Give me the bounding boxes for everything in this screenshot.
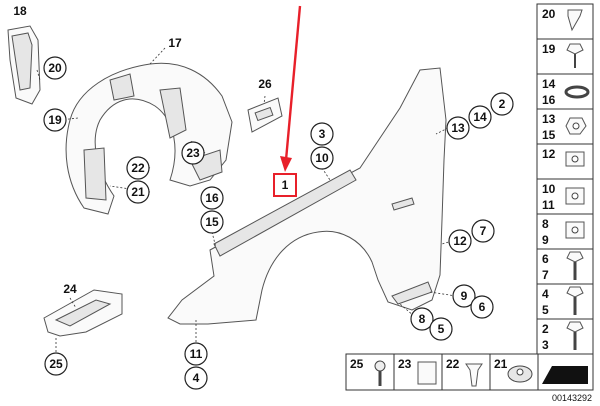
push-rivet-icon [465,363,483,387]
callout-1: 1 [282,178,289,192]
side-row-9-bottom: 3 [542,338,549,352]
side-row-0-top: 20 [542,7,556,21]
svg-text:11: 11 [190,347,203,361]
washer-icon [564,85,590,99]
highlight-arrow [280,5,302,172]
callout-14: 14 [468,105,492,129]
label-26: 26 [258,77,272,91]
side-row-6-top: 8 [542,217,549,231]
callout-8: 8 [410,307,434,331]
callout-4: 4 [184,366,208,390]
svg-text:12: 12 [453,234,467,248]
part-24-lower-bracket [43,289,123,337]
svg-text:15: 15 [205,215,219,229]
bolt-head-icon [566,251,584,263]
side-row-5-bottom: 11 [542,198,555,212]
callout-7: 7 [471,219,495,243]
callout-16: 16 [200,186,224,210]
bottom-cell-0: 25 [350,357,364,371]
clip-nut-icon-4 [417,361,437,385]
label-17: 17 [168,36,182,50]
callout-20: 20 [43,56,67,80]
svg-text:7: 7 [480,224,487,238]
side-row-2-top: 14 [542,77,556,91]
svg-text:16: 16 [205,191,219,205]
callout-19: 19 [43,108,67,132]
side-row-5-top: 10 [542,182,556,196]
bottom-cell-2: 22 [446,357,460,371]
screw-head-icon [566,43,584,55]
side-row-2-bottom: 16 [542,93,556,107]
side-row-3-bottom: 15 [542,128,556,142]
side-row-9-top: 2 [542,322,549,336]
label-18: 18 [13,4,27,18]
side-row-8-top: 4 [542,287,549,301]
label-24: 24 [63,282,77,296]
svg-text:4: 4 [193,371,200,385]
svg-text:14: 14 [473,110,487,124]
part-26-clip-plate [247,97,283,133]
svg-text:19: 19 [48,113,62,127]
side-row-8-bottom: 5 [542,303,549,317]
callout-11: 11 [184,342,208,366]
part-18-bracket [7,25,41,105]
svg-text:9: 9 [461,289,468,303]
side-row-3-top: 13 [542,112,556,126]
svg-text:13: 13 [451,121,465,135]
callout-23: 23 [181,141,205,165]
svg-text:5: 5 [438,322,445,336]
callout-22: 22 [126,156,150,180]
callout-6: 6 [470,295,494,319]
callout-13: 13 [446,116,470,140]
part-1-fender [167,67,447,325]
callout-25: 25 [44,352,68,376]
callout-21: 21 [126,180,150,204]
svg-text:22: 22 [131,161,145,175]
bottom-parts-table: 25 23 22 21 [345,353,594,391]
svg-text:20: 20 [48,61,62,75]
svg-text:2: 2 [499,97,506,111]
svg-text:23: 23 [186,146,200,160]
svg-text:3: 3 [319,127,326,141]
callout-3: 3 [310,122,334,146]
svg-text:21: 21 [131,185,145,199]
callout-10: 10 [310,146,334,170]
vehicle-side-symbol-icon [542,366,588,384]
side-parts-table: 20 19 14 16 13 15 12 10 11 8 9 6 7 4 [536,3,594,355]
side-row-7-bottom: 7 [542,268,549,282]
bottom-cell-3: 21 [494,357,508,371]
svg-text:10: 10 [315,151,329,165]
document-number: 00143292 [552,393,592,403]
callout-12: 12 [448,229,472,253]
bolt-icon [374,360,386,372]
callout-15: 15 [200,210,224,234]
side-row-4-top: 12 [542,147,556,161]
side-row-6-bottom: 9 [542,233,549,247]
svg-text:8: 8 [419,312,426,326]
highlight-box [273,173,297,197]
clip-icon [567,9,583,32]
side-row-7-top: 6 [542,252,549,266]
svg-text:25: 25 [49,357,63,371]
callout-2: 2 [490,92,514,116]
svg-text:6: 6 [479,300,486,314]
callout-9: 9 [452,284,476,308]
bottom-cell-1: 23 [398,357,412,371]
callout-5: 5 [429,317,453,341]
side-row-1-top: 19 [542,42,556,56]
bolt-head-icon-2 [566,286,584,298]
bolt-head-icon-3 [566,321,584,333]
